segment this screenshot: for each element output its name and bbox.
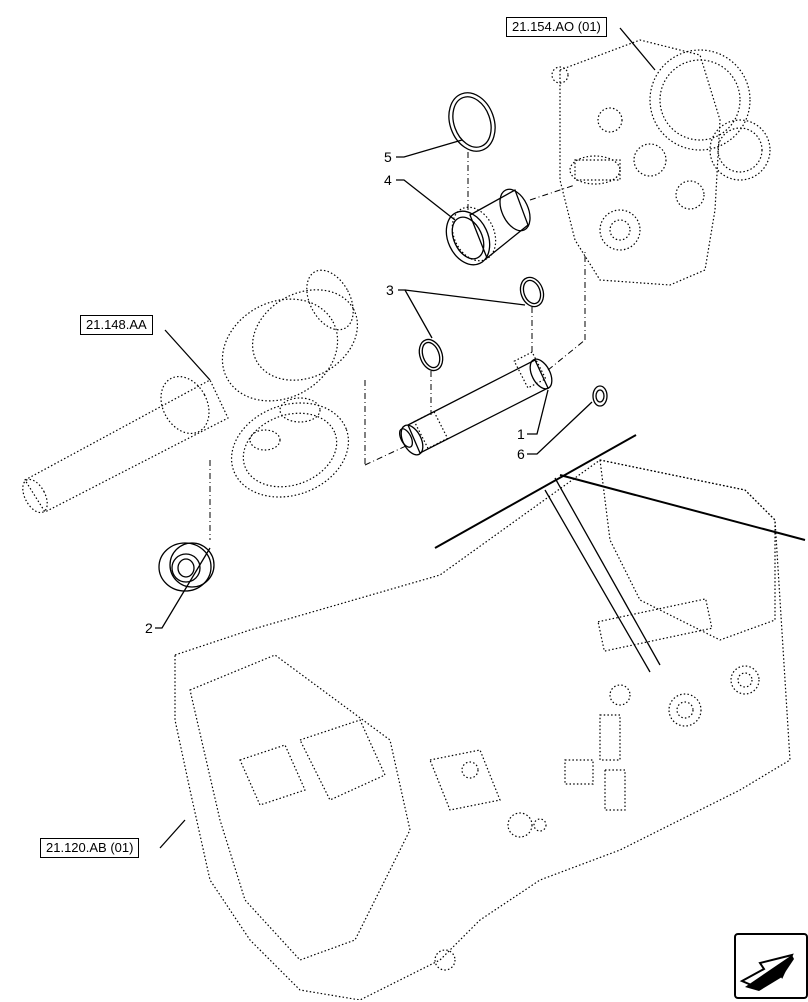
callout-6: 6 [517,446,525,462]
gearbox-assembly [551,39,771,286]
callout-5: 5 [384,149,392,165]
reference-21-120-ab[interactable]: 21.120.AB (01) [40,838,140,858]
bearing-2 [158,542,215,592]
snap-ring-5 [448,92,496,152]
splined-sleeve-4 [445,188,531,266]
alignment-lines [209,152,586,540]
splined-shaft-1 [398,351,553,456]
callout-3: 3 [386,282,394,298]
washer-6 [592,385,608,407]
next-page-arrow-button[interactable] [734,933,808,999]
callout-4: 4 [384,172,392,188]
reference-21-154-ao[interactable]: 21.154.AO (01) [506,17,607,37]
reference-21-148-aa[interactable]: 21.148.AA [80,315,153,335]
callout-1: 1 [517,426,525,442]
leader-lines [155,27,806,849]
gear-shaft-assembly [22,269,359,514]
transmission-housing [174,459,791,1000]
callout-2: 2 [145,620,153,636]
next-page-arrow-icon [739,953,794,991]
snap-rings-3 [418,276,545,372]
